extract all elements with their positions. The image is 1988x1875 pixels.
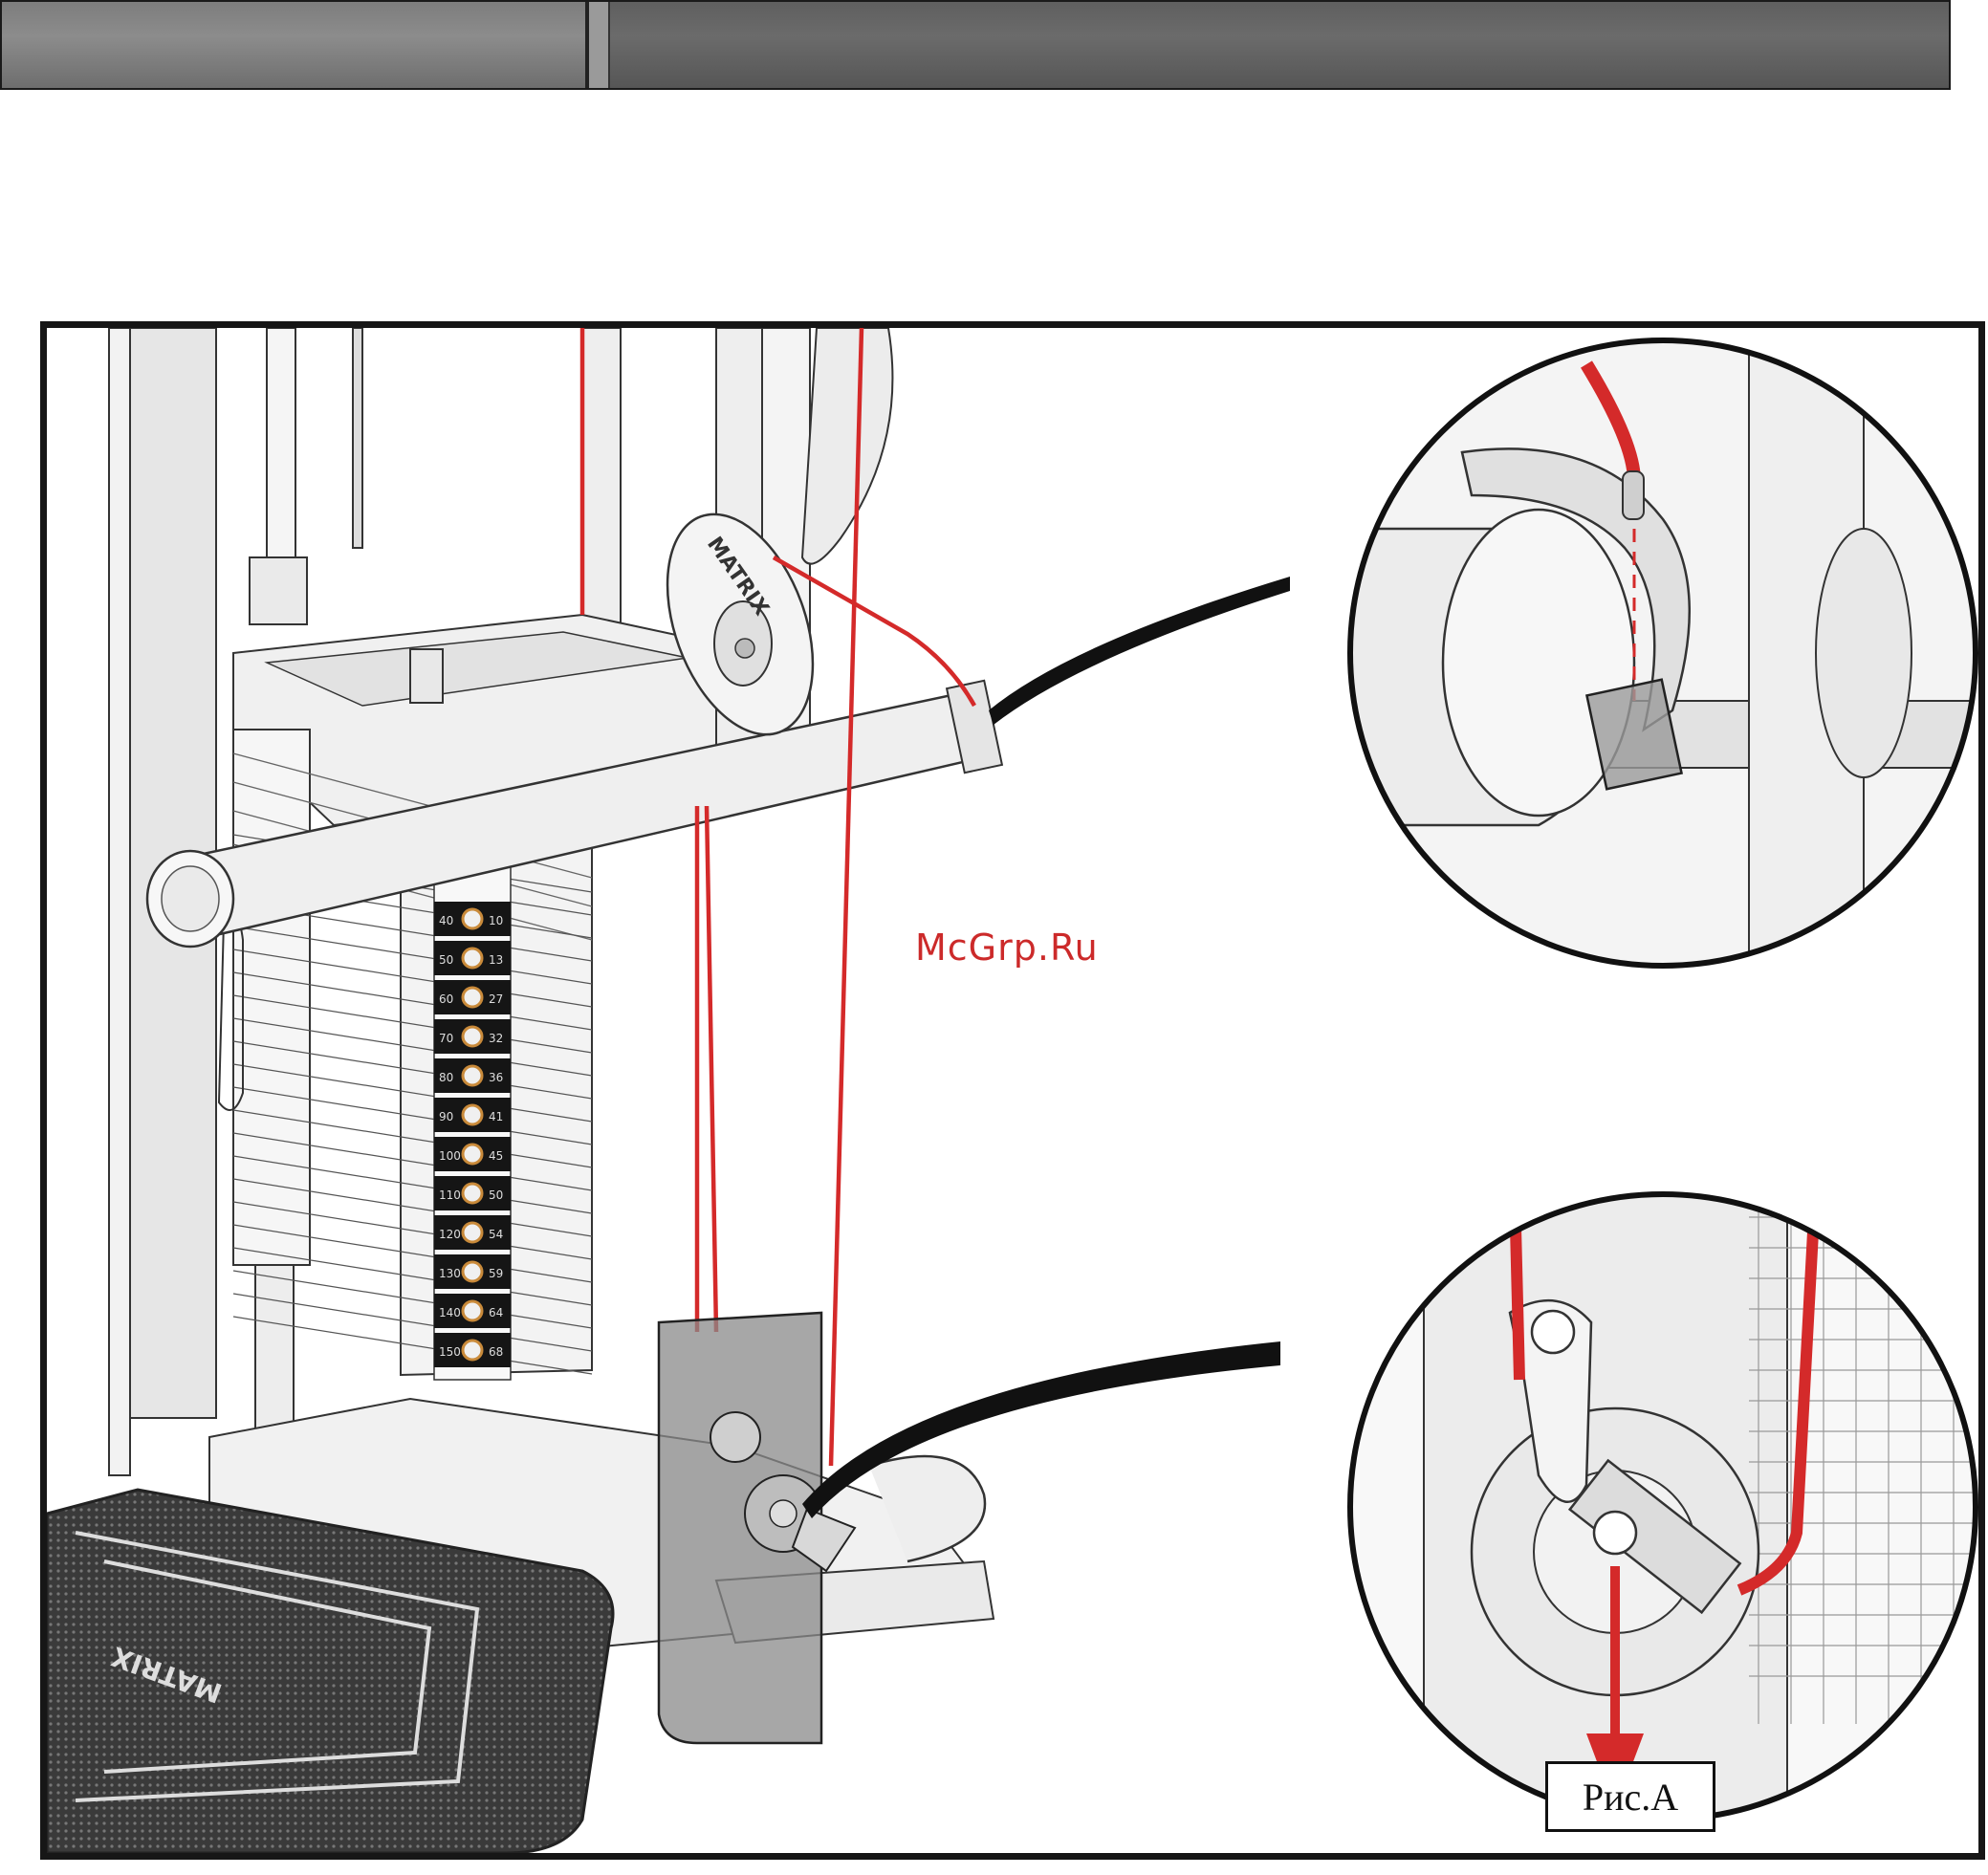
svg-text:40: 40 xyxy=(439,914,453,927)
svg-text:41: 41 xyxy=(489,1110,503,1123)
svg-text:110: 110 xyxy=(439,1188,461,1202)
weight-plate-label: 80 36 xyxy=(434,1058,511,1093)
selector-rod-cap xyxy=(410,649,443,703)
header-divider xyxy=(589,2,610,88)
svg-text:100: 100 xyxy=(439,1149,461,1163)
weight-plate-label: 50 13 xyxy=(434,941,511,975)
cable-end-clip-detail xyxy=(1347,328,1978,997)
svg-text:68: 68 xyxy=(489,1345,503,1359)
svg-text:54: 54 xyxy=(489,1228,503,1241)
header-left-block xyxy=(2,2,589,88)
svg-text:150: 150 xyxy=(439,1345,461,1359)
svg-text:59: 59 xyxy=(489,1267,503,1280)
svg-text:120: 120 xyxy=(439,1228,461,1241)
header-bar xyxy=(0,0,1951,90)
weight-plate-label: 120 54 xyxy=(434,1215,511,1250)
weight-plate-label: 70 32 xyxy=(434,1019,511,1054)
weight-plate-label: 110 50 xyxy=(434,1176,511,1210)
svg-text:10: 10 xyxy=(489,914,503,927)
lower-pulley-detail xyxy=(1347,1150,1978,1853)
svg-text:50: 50 xyxy=(439,953,453,967)
svg-text:27: 27 xyxy=(489,992,503,1006)
weight-plate-label: 100 45 xyxy=(434,1137,511,1171)
svg-text:130: 130 xyxy=(439,1267,461,1280)
watermark: McGrp.Ru xyxy=(915,927,1099,969)
svg-text:13: 13 xyxy=(489,953,503,967)
weight-plate-label: 90 41 xyxy=(434,1098,511,1132)
weight-plate-label: 130 59 xyxy=(434,1254,511,1289)
svg-text:32: 32 xyxy=(489,1032,503,1045)
figure-label: Рис.А xyxy=(1545,1761,1715,1832)
lower-pulley-shroud xyxy=(659,1313,855,1743)
weight-plate-label: 140 64 xyxy=(434,1294,511,1328)
svg-text:64: 64 xyxy=(489,1306,503,1319)
svg-text:70: 70 xyxy=(439,1032,453,1045)
weight-plate-label: 40 10 xyxy=(434,902,511,936)
svg-text:36: 36 xyxy=(489,1071,503,1084)
svg-text:80: 80 xyxy=(439,1071,453,1084)
svg-text:90: 90 xyxy=(439,1110,453,1123)
svg-text:140: 140 xyxy=(439,1306,461,1319)
svg-text:50: 50 xyxy=(489,1188,503,1202)
svg-text:45: 45 xyxy=(489,1149,503,1163)
weight-plate-label: 150 68 xyxy=(434,1333,511,1367)
weight-plate-label: 60 27 xyxy=(434,980,511,1014)
svg-text:60: 60 xyxy=(439,992,453,1006)
header-right-block xyxy=(610,2,1949,88)
